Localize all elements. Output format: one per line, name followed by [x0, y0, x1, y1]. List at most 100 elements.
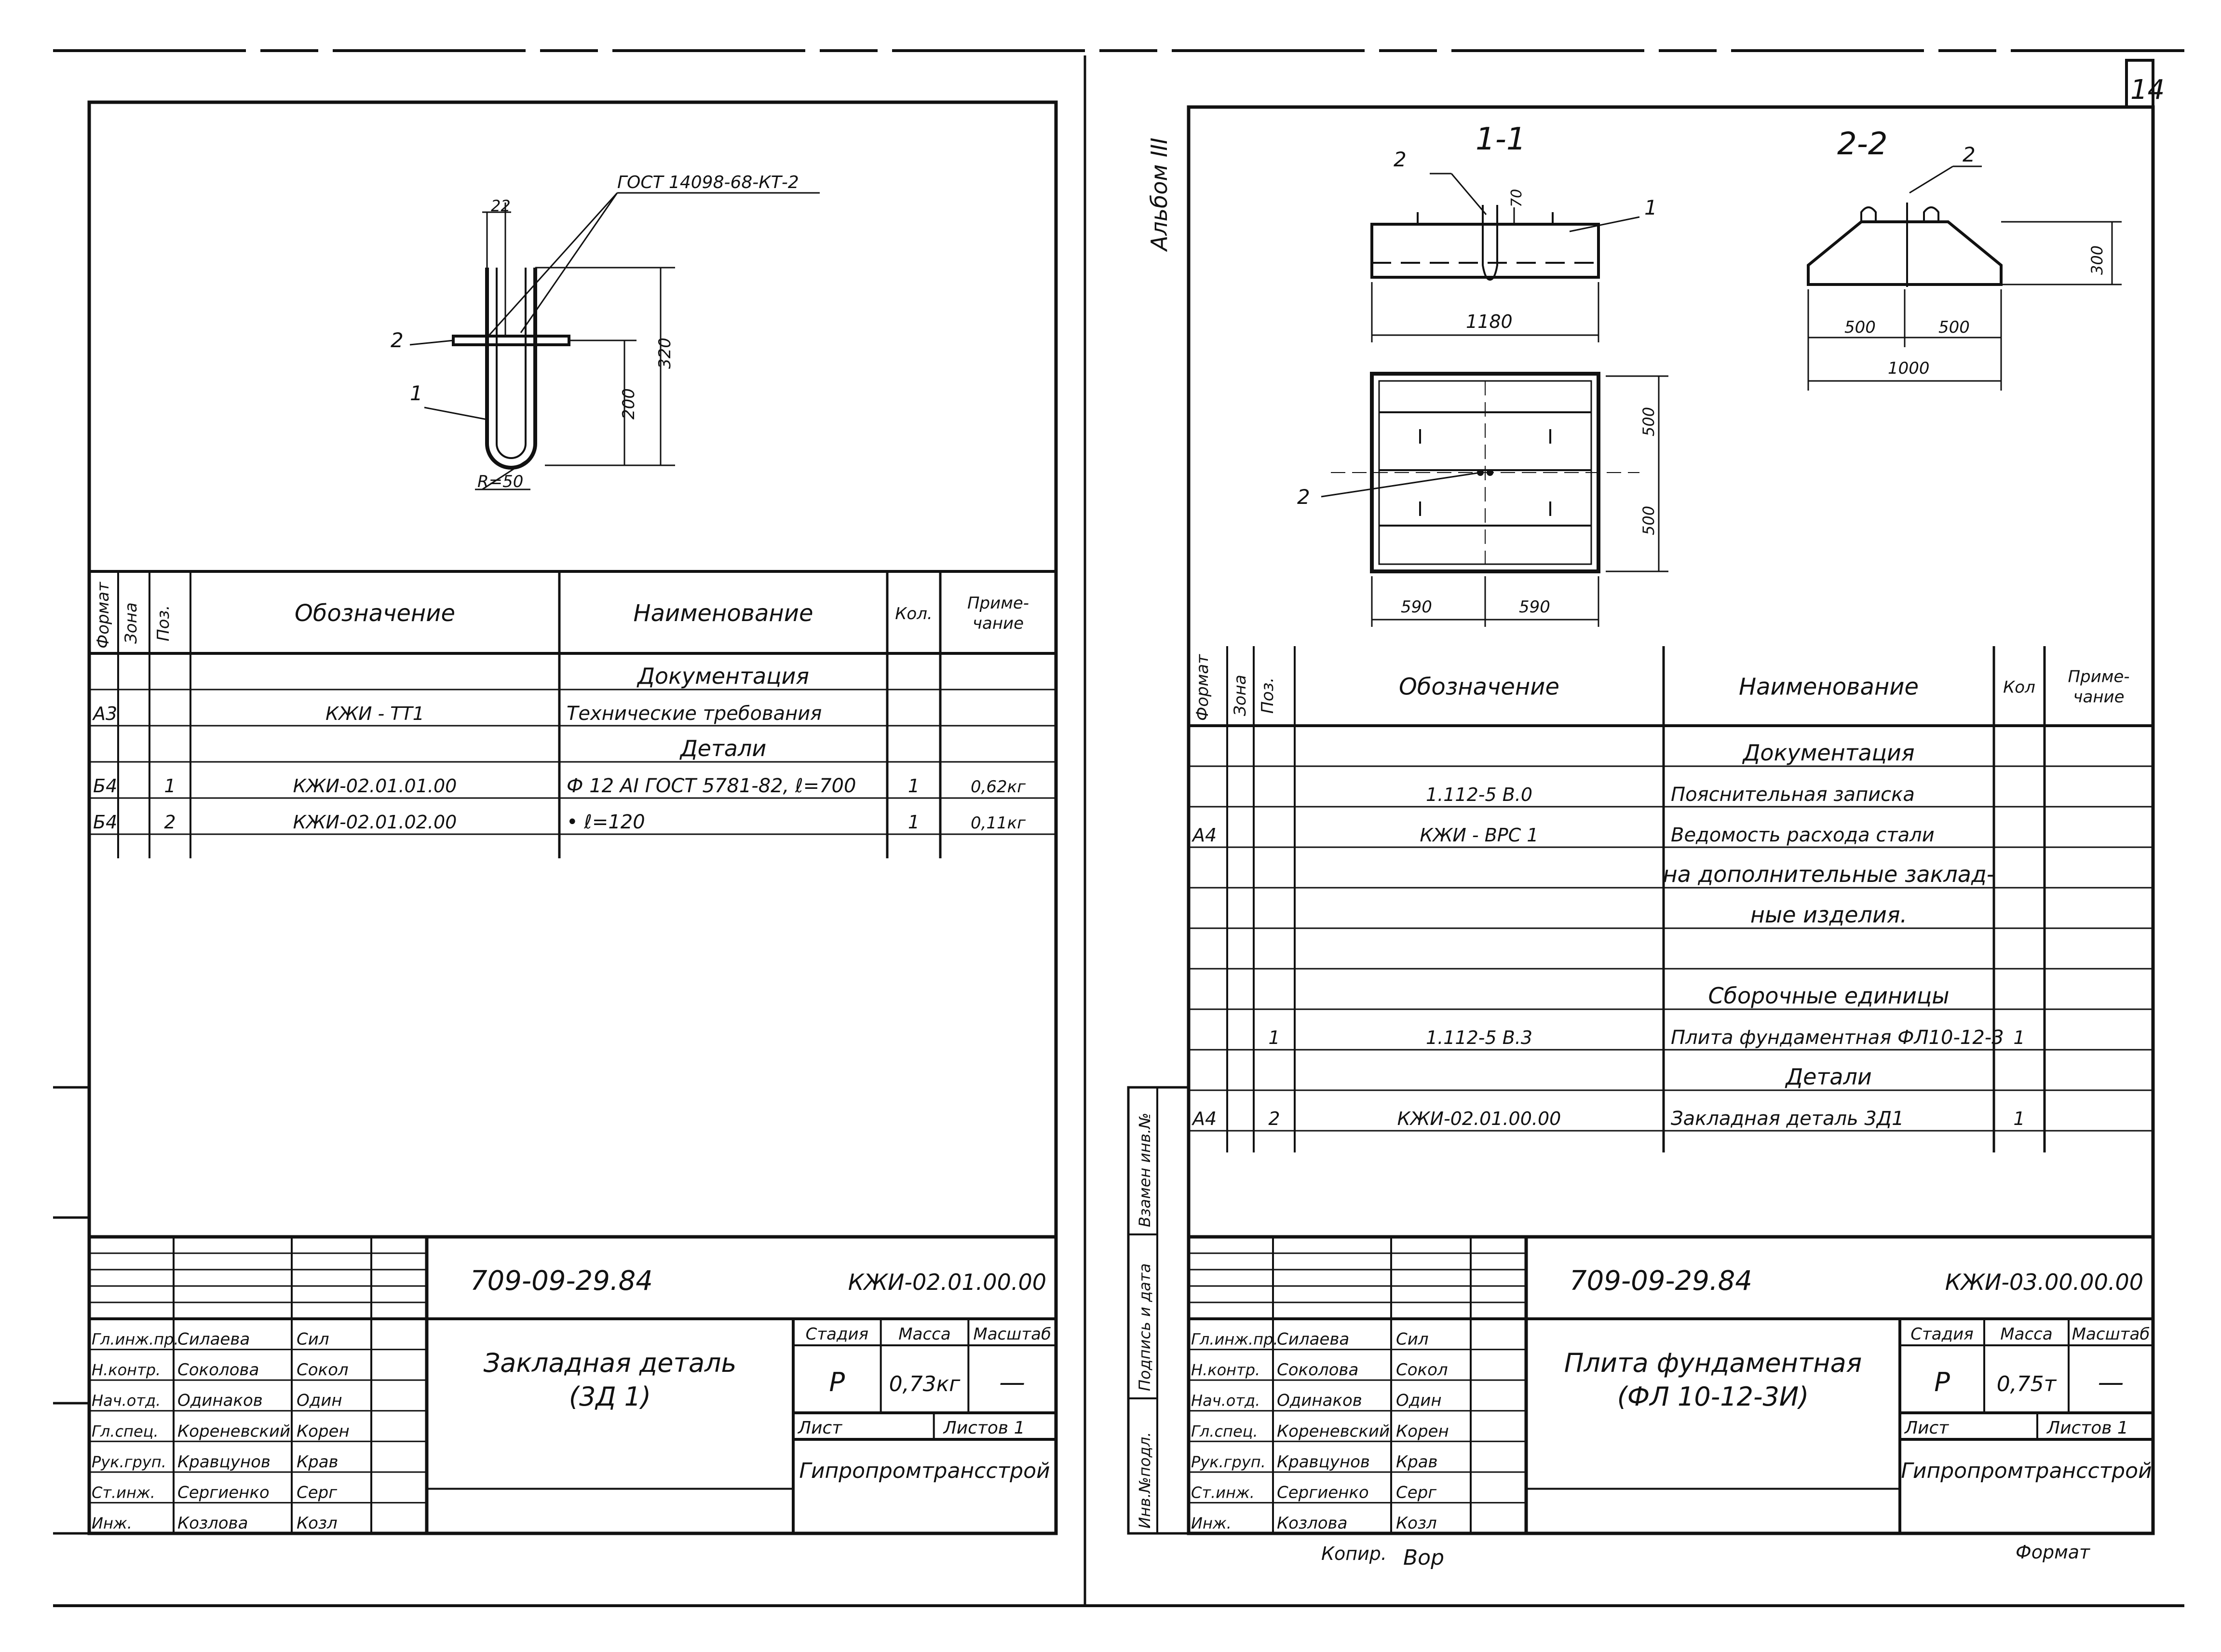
gost-label: ГОСТ 14098-68-КТ-2 [617, 173, 799, 192]
stage-value: Р [1934, 1367, 1950, 1397]
row-pos: 2 [164, 812, 176, 833]
stage-label: Стадия [806, 1325, 868, 1344]
header-format: Формат [94, 582, 113, 649]
row-pos: 1 [164, 775, 176, 797]
dim-70: 70 [1508, 189, 1525, 207]
callout-2-plan: 2 [1297, 485, 1310, 509]
row-designation: КЖИ - ВРС 1 [1420, 825, 1539, 846]
person-role: Ст.инж. [92, 1483, 155, 1502]
person-name: Соколова [177, 1360, 259, 1380]
header-pos: Поз. [1258, 677, 1277, 714]
person-name: Козлова [1277, 1514, 1347, 1533]
dim-500-left: 500 [1844, 318, 1876, 337]
right-side-strip: Взамен инв.№ Подпись и дата Инв.№подл. [1127, 1086, 1190, 1535]
row-note: 0,11кг [971, 813, 1026, 833]
person-role: Н.контр. [92, 1361, 161, 1379]
person-name: Сергиенко [1277, 1483, 1369, 1502]
person-role: Гл.инж.пр. [1191, 1330, 1278, 1349]
dim-1180: 1180 [1466, 311, 1513, 332]
callout-2-section22: 2 [1963, 143, 1976, 166]
person-role: Рук.груп. [1191, 1453, 1266, 1471]
row-designation: 1.112-5 В.0 [1426, 784, 1532, 805]
right-frame [1187, 105, 2155, 1535]
person-name: Козлова [177, 1514, 248, 1533]
callout-1-section: 1 [1644, 196, 1657, 219]
row-name: на дополнительные заклад- [1663, 861, 1995, 887]
row-format: А4 [1191, 1108, 1217, 1129]
mass-value: 0,73кг [889, 1372, 961, 1396]
header-pos: Поз. [154, 605, 173, 641]
right-sheet: 14 Альбом III Взамен инв.№ Подпись и дат… [1127, 59, 2165, 1570]
dim-300: 300 [2088, 245, 2106, 275]
row-format: А3 [92, 703, 117, 724]
header-format: Формат [1193, 654, 1212, 721]
person-name: Кореневский [1277, 1422, 1390, 1441]
person-signature: Серг [297, 1483, 338, 1502]
radius-label: R=50 [477, 472, 523, 491]
plate-2 [452, 335, 570, 346]
sheet-label: Лист [1904, 1418, 1949, 1438]
row-qty: 1 [908, 812, 920, 833]
person-signature: Корен [1396, 1422, 1449, 1441]
album-label: Альбом III [1146, 137, 1172, 252]
row-designation: КЖИ-02.01.01.00 [293, 775, 457, 797]
row-name: Сборочные единицы [1708, 983, 1949, 1009]
drawing-code: КЖИ-02.01.00.00 [848, 1269, 1046, 1295]
row-designation: 1.112-5 В.3 [1426, 1027, 1532, 1048]
callout-1: 1 [410, 381, 423, 405]
header-note: чание [973, 614, 1024, 633]
dim-200: 200 [619, 388, 638, 420]
person-role: Н.контр. [1191, 1361, 1260, 1379]
person-name: Кореневский [177, 1422, 290, 1441]
person-signature: Крав [297, 1452, 339, 1472]
row-qty: 1 [908, 775, 920, 797]
person-name: Сергиенко [177, 1483, 270, 1502]
mass-label: Масса [898, 1325, 950, 1344]
mass-value: 0,75т [1997, 1372, 2057, 1396]
person-name: Силаева [1277, 1330, 1349, 1349]
header-name: Наименование [633, 600, 813, 627]
title-line-2: (3Д 1) [569, 1381, 651, 1412]
row-designation: КЖИ-02.01.02.00 [293, 812, 457, 833]
row-qty: 1 [2013, 1027, 2025, 1048]
organization: Гипропромтрансстрой [799, 1459, 1050, 1483]
title-line-1: Плита фундаментная [1564, 1348, 1862, 1378]
person-name: Кравцунов [1277, 1452, 1370, 1472]
person-name: Одинаков [177, 1391, 263, 1410]
header-name: Наименование [1739, 674, 1919, 701]
scale-label: Масштаб [973, 1325, 1051, 1344]
person-name: Кравцунов [177, 1452, 271, 1472]
project-number: 709-09-29.84 [470, 1265, 653, 1297]
header-designation: Обозначение [295, 600, 455, 627]
row-name: ные изделия. [1750, 902, 1907, 928]
right-plate-drawings: 1-1 2 1 70 1180 2-2 2 [1297, 122, 2122, 627]
copy-sign: Вор [1403, 1545, 1444, 1570]
person-signature: Козл [297, 1514, 338, 1533]
row-format: Б4 [93, 775, 117, 797]
dim-plan-500-top: 500 [1639, 407, 1658, 436]
person-signature: Один [297, 1391, 342, 1410]
person-role: Рук.груп. [92, 1453, 166, 1471]
stage-label: Стадия [1910, 1325, 1973, 1344]
dim-plan-500-bottom: 500 [1639, 506, 1658, 535]
row-format: Б4 [93, 812, 117, 833]
dim-22: 22 [491, 197, 511, 215]
row-name: Документация [1742, 740, 1914, 766]
scale-value: — [999, 1367, 1025, 1397]
person-signature: Сокол [1396, 1360, 1448, 1380]
stage-value: Р [829, 1367, 845, 1397]
row-designation: КЖИ-02.01.00.00 [1397, 1108, 1561, 1129]
person-name: Соколова [1277, 1360, 1358, 1380]
title-line-1: Закладная деталь [484, 1348, 737, 1378]
left-frame [87, 100, 1058, 1535]
person-signature: Сил [1396, 1330, 1429, 1349]
person-name: Силаева [177, 1330, 250, 1349]
section-2-2-label: 2-2 [1837, 126, 1888, 162]
format-label: Формат [2016, 1542, 2091, 1563]
sheet-label: Лист [797, 1418, 842, 1438]
person-signature: Сокол [297, 1360, 349, 1380]
